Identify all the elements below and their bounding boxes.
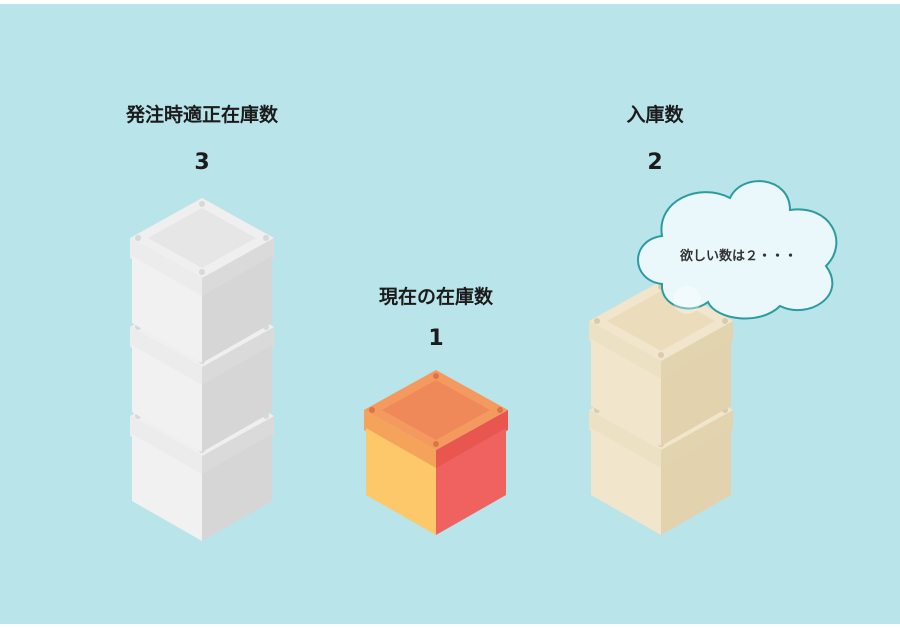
column-title-incoming-stock: 入庫数 xyxy=(626,104,684,126)
orange-box xyxy=(364,370,508,535)
thought-bubble xyxy=(637,180,838,320)
thought-bubble-text: 欲しい数は２・・・ xyxy=(680,249,798,264)
column-count-current-stock: 1 xyxy=(428,326,444,351)
column-title-current-stock: 現在の在庫数 xyxy=(378,286,493,308)
column-title-optimal-stock: 発注時適正在庫数 xyxy=(125,104,278,126)
column-count-optimal-stock: 3 xyxy=(194,150,210,175)
column-count-incoming-stock: 2 xyxy=(647,150,663,175)
